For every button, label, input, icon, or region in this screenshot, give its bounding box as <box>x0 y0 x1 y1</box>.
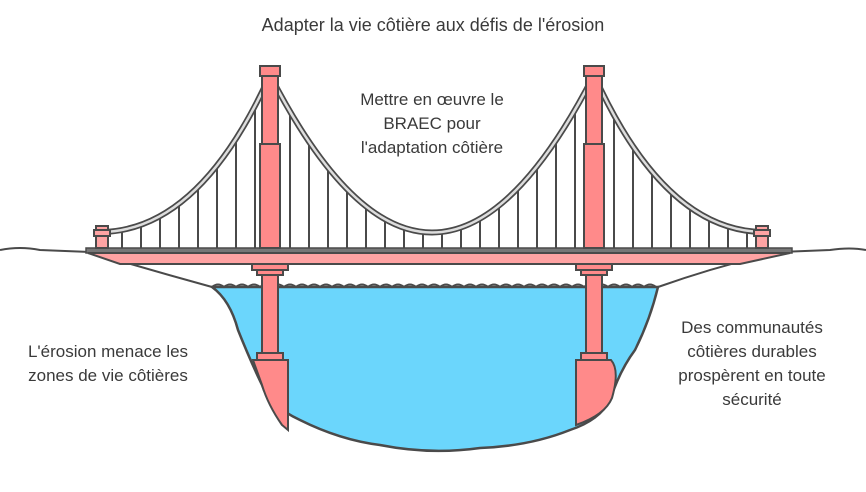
left-label-line: L'érosion menace les <box>27 342 189 361</box>
right-label-line: Des communautés <box>681 318 823 337</box>
suspender-cables <box>121 105 748 248</box>
right-label-line: sécurité <box>722 390 782 409</box>
center-label: Mettre en œuvre le BRAEC pour l'adaptati… <box>332 88 532 160</box>
bridge-towers <box>251 65 617 433</box>
left-label-line: zones de vie côtières <box>28 366 188 385</box>
center-label-line: l'adaptation côtière <box>360 138 504 157</box>
water-waves <box>211 283 657 289</box>
right-label: Des communautés côtières durables prospè… <box>652 316 852 412</box>
center-label-line: BRAEC pour <box>383 114 481 133</box>
left-label: L'érosion menace les zones de vie côtièr… <box>8 340 208 388</box>
water-basin <box>208 285 660 453</box>
bridge-deck <box>87 252 791 265</box>
center-label-line: Mettre en œuvre le <box>360 90 504 109</box>
right-label-line: prospèrent en toute <box>678 366 826 385</box>
right-label-line: côtières durables <box>687 342 817 361</box>
diagram-title: Adapter la vie côtière aux défis de l'ér… <box>261 15 605 35</box>
end-posts <box>93 225 771 249</box>
